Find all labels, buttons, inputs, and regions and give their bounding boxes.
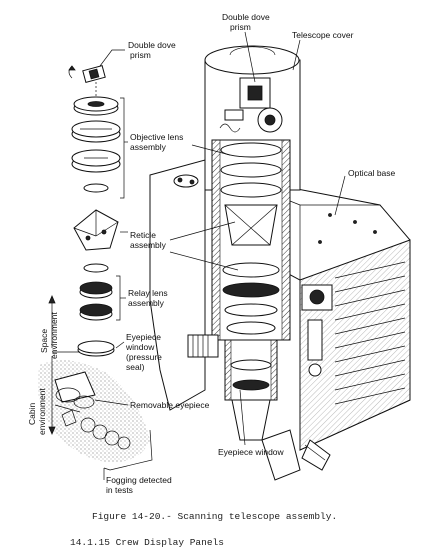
fogging-region bbox=[37, 360, 150, 463]
label-removable-eyepiece: Removable eyepiece bbox=[130, 400, 210, 410]
figure-caption: Figure 14-20.- Scanning telescope assemb… bbox=[92, 511, 337, 522]
exploded-relay-lenses bbox=[79, 263, 113, 321]
label-reticle-assembly: Reticle assembly bbox=[130, 230, 167, 250]
section-heading: 14.1.15 Crew Display Panels bbox=[70, 537, 224, 548]
label-telescope-cover: Telescope cover bbox=[292, 30, 354, 40]
callout-labels: Double dove prism Telescope cover Double… bbox=[27, 12, 396, 548]
label-eyepiece-window-pressure: Eyepiece window (pressure seal) bbox=[125, 332, 164, 372]
cooling-fins bbox=[334, 261, 406, 405]
label-double-dove-prism-top: Double dove prism bbox=[222, 12, 272, 32]
label-relay-lens-assembly: Relay lens assembly bbox=[128, 288, 170, 308]
exploded-objective-lenses bbox=[71, 96, 121, 193]
double-dove-prism-unit bbox=[219, 77, 283, 133]
side-plate bbox=[149, 159, 206, 411]
label-cabin-environment: Cabin environment bbox=[27, 388, 47, 435]
exploded-reticle-cube bbox=[73, 209, 119, 251]
label-fogging-detected: Fogging detected in tests bbox=[106, 475, 174, 495]
exploded-view bbox=[37, 65, 150, 463]
label-optical-base: Optical base bbox=[348, 168, 396, 178]
exploded-dove-prism bbox=[68, 65, 106, 83]
lower-eyepiece-section bbox=[224, 339, 301, 481]
drive-mechanism bbox=[301, 284, 333, 377]
bottom-knob bbox=[301, 439, 331, 471]
sectioned-tube bbox=[211, 139, 291, 341]
environment-divider bbox=[48, 294, 80, 436]
side-fitting bbox=[187, 334, 219, 358]
label-double-dove-prism-left: Double dove prism bbox=[128, 40, 178, 60]
label-objective-lens-assembly: Objective lens assembly bbox=[130, 132, 186, 152]
label-space-environment: Space environment bbox=[39, 312, 59, 359]
label-eyepiece-window: Eyepiece window bbox=[218, 447, 285, 457]
telescope-main-assembly bbox=[149, 45, 411, 481]
leader-lines bbox=[94, 31, 346, 480]
exploded-eyepiece-window bbox=[77, 340, 115, 357]
